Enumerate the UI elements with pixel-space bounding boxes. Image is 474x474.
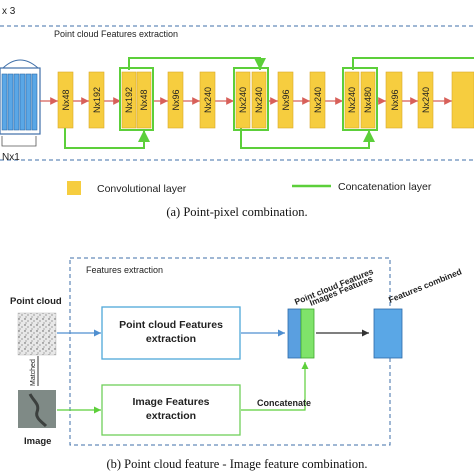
pc-extraction-box <box>101 306 241 360</box>
layer-3: Nx192 <box>121 71 137 129</box>
legend-conv-swatch <box>67 181 81 195</box>
layer-15-partial <box>451 71 474 129</box>
layer-3-label: Nx192 <box>124 87 134 113</box>
concat-group-1 <box>119 67 154 131</box>
concat-line-1 <box>64 125 150 149</box>
legend: Convolutional layer Concatenation layer <box>67 181 432 195</box>
image-label: Image <box>24 436 51 447</box>
pc-extraction-line1: Point cloud Features <box>119 319 223 331</box>
layer-6-label: Nx240 <box>203 87 213 113</box>
point-cloud-image <box>17 312 57 356</box>
layer-5-label: Nx96 <box>171 89 181 110</box>
layer-2: Nx192 <box>88 71 105 129</box>
layer-4: Nx48 <box>136 71 152 129</box>
point-cloud-label: Point cloud <box>10 296 62 307</box>
caption-a: (a) Point-pixel combination. <box>166 205 307 219</box>
layer-4-label: Nx48 <box>139 89 149 110</box>
input-top-label: x 3 <box>2 6 16 17</box>
layer-8: Nx240 <box>251 71 267 129</box>
combined-block <box>373 308 403 359</box>
img-to-concat-arrow <box>241 362 309 411</box>
input-bottom-label: Nx1 <box>2 152 20 163</box>
layer-1: Nx48 <box>57 71 74 129</box>
layer-9-label: Nx96 <box>281 89 291 110</box>
img-features-block <box>300 308 315 359</box>
layer-14-label: Nx240 <box>421 87 431 113</box>
concat-line-2 <box>128 57 266 70</box>
layer-5: Nx96 <box>167 71 184 129</box>
bottom-panel: Features extraction Point cloud Matched … <box>10 257 463 471</box>
layer-9: Nx96 <box>277 71 294 129</box>
concat-group-2 <box>233 67 269 131</box>
layer-2-label: Nx192 <box>92 87 102 113</box>
concat-line-4 <box>352 57 474 70</box>
combined-rot-label: Features combined <box>387 266 463 304</box>
top-panel: x 3 Point cloud Features extraction Nx1 <box>0 6 474 219</box>
layer-13: Nx96 <box>385 71 403 129</box>
layer-6: Nx240 <box>199 71 216 129</box>
layer-7: Nx240 <box>235 71 251 129</box>
input-image-content <box>28 393 48 428</box>
layer-8-label: Nx240 <box>254 87 264 113</box>
layer-14: Nx240 <box>417 71 434 129</box>
layer-10: Nx240 <box>309 71 326 129</box>
img-extraction-line2: extraction <box>146 410 196 422</box>
img-extraction-line1: Image Features <box>132 396 209 408</box>
concatenate-label: Concatenate <box>257 398 311 408</box>
pc-features-block <box>287 308 302 359</box>
layer-11-label: Nx240 <box>347 87 357 113</box>
legend-conv-label: Convolutional layer <box>97 183 187 195</box>
caption-b: (b) Point cloud feature - Image feature … <box>106 457 367 471</box>
legend-concat-label: Concatenation layer <box>338 181 432 193</box>
layer-12: Nx480 <box>360 71 376 129</box>
layer-11: Nx240 <box>344 71 360 129</box>
input-point-cloud-stack <box>0 59 41 147</box>
concat-line-3 <box>240 125 375 149</box>
concat-lines <box>64 57 474 149</box>
conv-layers: Nx48 Nx192 Nx192 Nx48 Nx96 Nx240 <box>57 67 474 131</box>
layer-12-label: Nx480 <box>363 87 373 113</box>
pc-extraction-line2: extraction <box>146 333 196 345</box>
layer-10-label: Nx240 <box>313 87 323 113</box>
top-title: Point cloud Features extraction <box>54 29 178 39</box>
concat-group-3 <box>342 67 378 131</box>
layer-13-label: Nx96 <box>390 89 400 110</box>
features-extraction-title: Features extraction <box>86 265 163 275</box>
img-extraction-box <box>101 384 241 436</box>
layer-1-label: Nx48 <box>61 89 71 110</box>
layer-7-label: Nx240 <box>238 87 248 113</box>
matched-label: Matched <box>30 359 37 386</box>
